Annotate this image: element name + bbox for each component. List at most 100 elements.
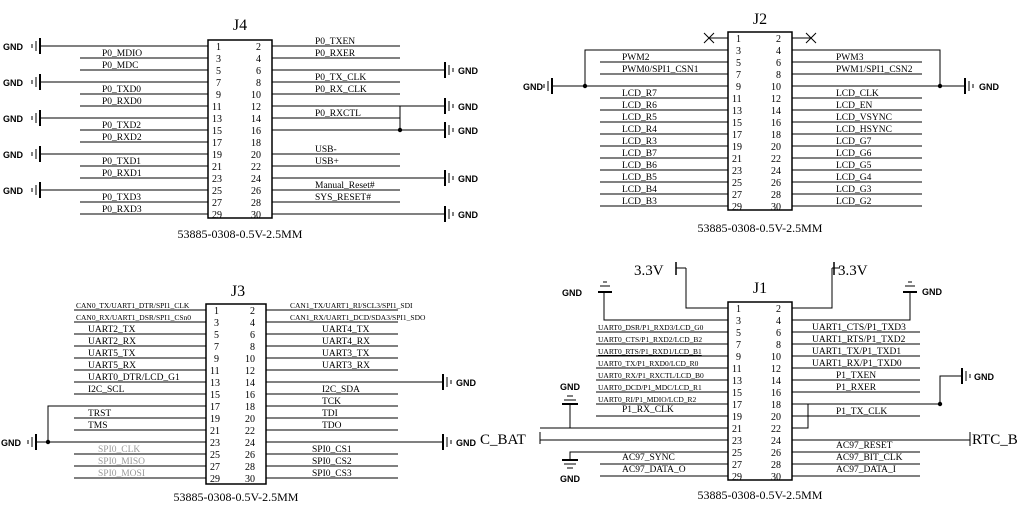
j4-signal: P0_TXD2 [102, 121, 141, 131]
svg-text:11: 11 [212, 102, 222, 113]
j2-left-signals: PWM2 PWM0/SPI1_CSN1 LCD_R7 LCD_R6 LCD_R5… [622, 53, 699, 207]
svg-text:10: 10 [245, 354, 255, 365]
j2-signal: LCD_R5 [622, 113, 657, 123]
svg-text:19: 19 [732, 142, 742, 153]
j4-signal: P0_RXER [315, 49, 356, 59]
j2-no-connect-marks [703, 32, 817, 44]
svg-text:12: 12 [251, 102, 261, 113]
svg-text:30: 30 [771, 472, 781, 483]
j1-signal: P1_TX_CLK [836, 407, 887, 417]
j4-signal: P0_RXD3 [102, 205, 142, 215]
svg-text:30: 30 [251, 210, 261, 221]
j2-signal: LCD_G7 [836, 137, 872, 147]
svg-text:17: 17 [732, 400, 742, 411]
j2-signal: LCD_R6 [622, 101, 657, 111]
svg-text:1: 1 [216, 42, 221, 53]
svg-text:14: 14 [251, 114, 261, 125]
power-label-3v3: 3.3V [838, 263, 868, 279]
svg-text:17: 17 [210, 402, 220, 413]
svg-text:23: 23 [212, 174, 222, 185]
j3-signal: UART3_TX [322, 349, 370, 359]
svg-text:24: 24 [251, 174, 261, 185]
rtc-bat-label-right: RTC_B [972, 432, 1018, 448]
svg-text:20: 20 [245, 414, 255, 425]
j3-signal: CAN0_RX/UART1_DSR/SPI1_CSn0 [76, 313, 191, 322]
gnd-icon [31, 110, 41, 126]
svg-text:26: 26 [245, 450, 255, 461]
j3-signal: CAN1_TX/UART1_RI/SCL3/SPI1_SDI [290, 301, 413, 310]
j4-left-wires [40, 45, 208, 215]
svg-text:25: 25 [732, 178, 742, 189]
svg-text:11: 11 [732, 94, 742, 105]
j1-left-wires: GND GND C_BAT [480, 331, 728, 484]
j1-title: J1 [753, 280, 767, 297]
gnd-icon [31, 182, 41, 198]
gnd-icon [442, 374, 452, 390]
svg-text:19: 19 [210, 414, 220, 425]
j1-signal: UART0_RX/P1_RXCTL/LCD_B0 [598, 371, 704, 380]
j3-signal: SPI0_CLK [98, 445, 140, 455]
j1-signal: UART1_RX/P1_TXD0 [812, 359, 902, 369]
svg-text:2: 2 [776, 34, 781, 45]
svg-text:25: 25 [732, 448, 742, 459]
j1-signal: P1_TXEN [836, 371, 876, 381]
gnd-icon [442, 434, 452, 450]
j1-signal: AC97_DATA_I [836, 465, 896, 475]
svg-text:7: 7 [736, 70, 741, 81]
svg-text:11: 11 [210, 366, 220, 377]
svg-text:24: 24 [771, 166, 781, 177]
j1-signal: UART0_CTS/P1_RXD2/LCD_B2 [598, 335, 702, 344]
j3-signal: SPI0_MISO [98, 457, 145, 467]
j2-signal: LCD_G3 [836, 185, 872, 195]
j2-signal: LCD_R7 [622, 89, 657, 99]
svg-text:21: 21 [212, 162, 222, 173]
j4-right-signals: P0_TXEN P0_RXER P0_TX_CLK P0_RX_CLK P0_R… [315, 37, 375, 203]
svg-text:27: 27 [732, 460, 742, 471]
svg-text:15: 15 [210, 390, 220, 401]
gnd-label: GND [560, 382, 581, 392]
svg-text:11: 11 [732, 364, 742, 375]
svg-text:2: 2 [776, 304, 781, 315]
j4-right-wires [272, 45, 445, 215]
svg-text:21: 21 [732, 424, 742, 435]
j3-signal: UART5_RX [88, 361, 136, 371]
svg-text:30: 30 [771, 202, 781, 213]
svg-text:8: 8 [256, 78, 261, 89]
gnd-icon [444, 98, 454, 114]
j2-signal: LCD_HSYNC [836, 125, 892, 135]
svg-text:27: 27 [210, 462, 220, 473]
j3-right-wires: GND GND [266, 309, 477, 479]
j2-signal: LCD_B7 [622, 149, 657, 159]
j4-signal: P0_TXD3 [102, 193, 141, 203]
svg-text:24: 24 [245, 438, 255, 449]
j2-signal: PWM0/SPI1_CSN1 [622, 65, 699, 75]
j1-body [727, 301, 793, 481]
svg-text:28: 28 [771, 190, 781, 201]
svg-text:29: 29 [210, 474, 220, 485]
j1-signal: UART1_TX/P1_TXD1 [812, 347, 901, 357]
svg-text:23: 23 [732, 436, 742, 447]
j3-signal: UART2_RX [88, 337, 136, 347]
svg-text:17: 17 [732, 130, 742, 141]
svg-text:4: 4 [250, 318, 255, 329]
j2-signal: LCD_EN [836, 101, 873, 111]
gnd-label: GND [458, 102, 479, 112]
j3-signal: UART3_RX [322, 361, 370, 371]
j3-signal: I2C_SDA [322, 385, 360, 395]
j1-signal: AC97_DATA_O [622, 465, 686, 475]
svg-text:3: 3 [736, 316, 741, 327]
gnd-label: GND [456, 438, 477, 448]
j3-signal: I2C_SCL [88, 385, 125, 395]
svg-text:4: 4 [776, 46, 781, 57]
j4-signal: USB- [315, 145, 337, 155]
svg-text:30: 30 [245, 474, 255, 485]
svg-text:15: 15 [732, 118, 742, 129]
svg-text:28: 28 [251, 198, 261, 209]
svg-text:4: 4 [776, 316, 781, 327]
svg-text:16: 16 [771, 118, 781, 129]
svg-text:22: 22 [251, 162, 261, 173]
j4-signal: P0_TXD1 [102, 157, 141, 167]
j1-signal: P1_RXER [836, 383, 877, 393]
